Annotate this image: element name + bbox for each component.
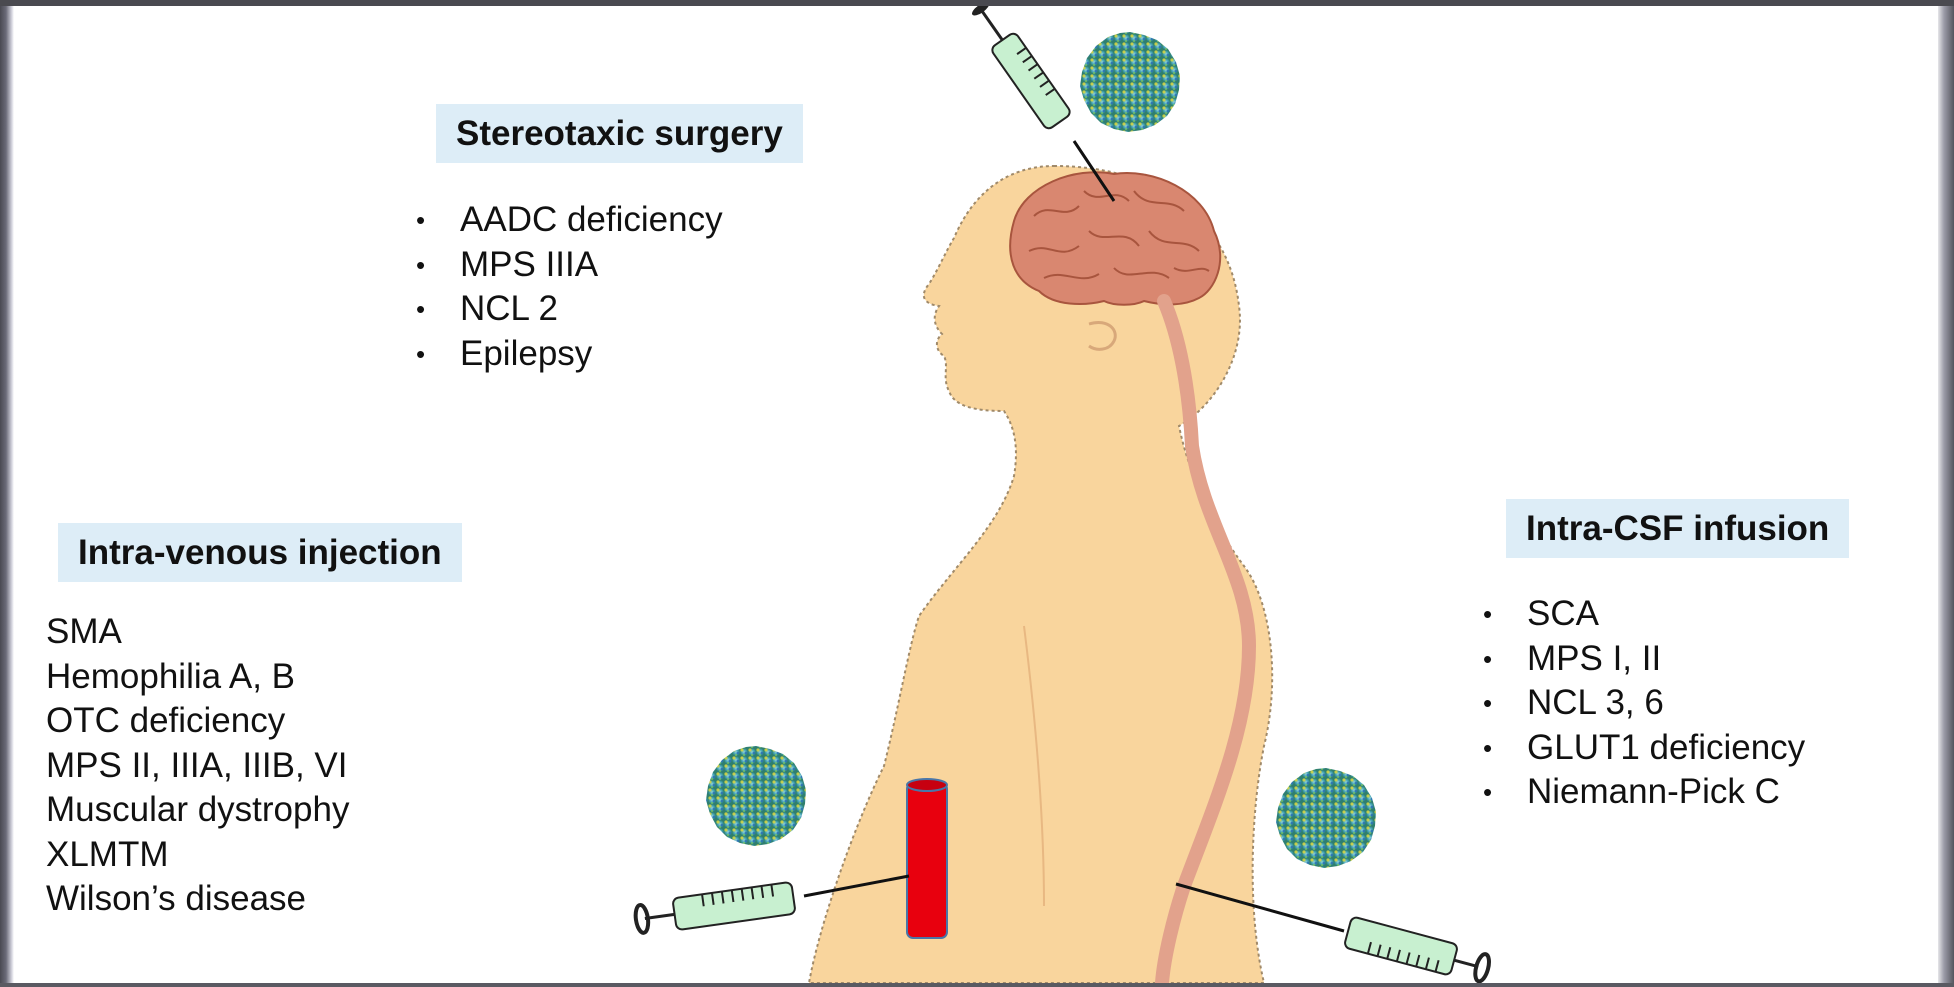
figure-canvas: Stereotaxic surgery AADC deficiency MPS … bbox=[14, 6, 1938, 983]
list-item: Muscular dystrophy bbox=[14, 788, 349, 833]
list-item: Epilepsy bbox=[410, 332, 723, 377]
list-item: OTC deficiency bbox=[14, 699, 349, 744]
stereotaxic-surgery-label: Stereotaxic surgery bbox=[436, 104, 803, 163]
list-item: AADC deficiency bbox=[410, 198, 723, 243]
list-item: Wilson’s disease bbox=[14, 877, 349, 922]
intra-csf-indication-list: SCA MPS I, II NCL 3, 6 GLUT1 deficiency … bbox=[1477, 592, 1805, 815]
list-item: GLUT1 deficiency bbox=[1477, 726, 1805, 771]
stereotaxic-indication-list: AADC deficiency MPS IIIA NCL 2 Epilepsy bbox=[410, 198, 723, 376]
list-item: Niemann-Pick C bbox=[1477, 770, 1805, 815]
list-item: MPS I, II bbox=[1477, 637, 1805, 682]
blood-vessel-icon bbox=[907, 779, 947, 938]
list-item: Hemophilia A, B bbox=[14, 655, 349, 700]
list-item: NCL 2 bbox=[410, 287, 723, 332]
intra-csf-infusion-label: Intra-CSF infusion bbox=[1506, 499, 1849, 558]
list-item: MPS IIIA bbox=[410, 243, 723, 288]
list-item: XLMTM bbox=[14, 833, 349, 878]
virus-particle-icon bbox=[1080, 32, 1180, 132]
virus-particle-icon bbox=[1276, 768, 1376, 868]
intravenous-indication-list: SMA Hemophilia A, B OTC deficiency MPS I… bbox=[14, 610, 349, 922]
virus-particle-icon bbox=[706, 746, 806, 846]
bottom-frame-edge bbox=[0, 983, 1954, 987]
list-item: SMA bbox=[14, 610, 349, 655]
intravenous-injection-label: Intra-venous injection bbox=[58, 523, 462, 582]
list-item: SCA bbox=[1477, 592, 1805, 637]
list-item: MPS II, IIIA, IIIB, VI bbox=[14, 744, 349, 789]
list-item: NCL 3, 6 bbox=[1477, 681, 1805, 726]
